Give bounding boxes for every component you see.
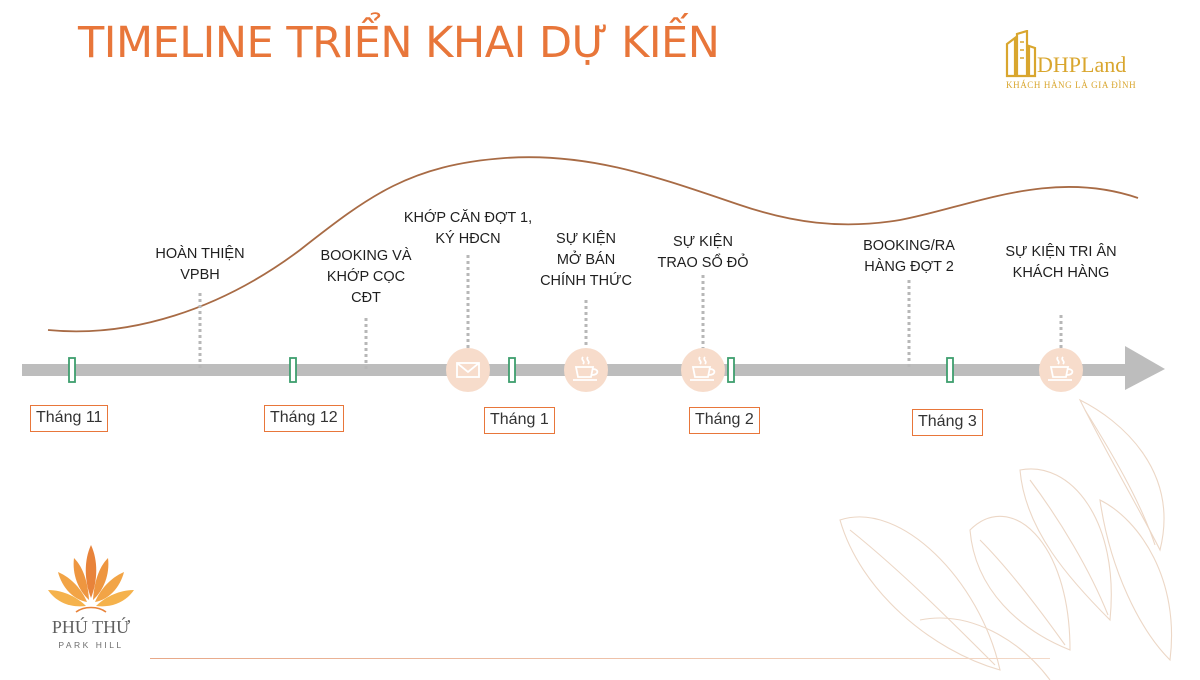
event-label-line: BOOKING VÀ [320,248,412,264]
lotus-watermark-decoration [839,398,1173,680]
event-label-line: VPBH [180,267,220,283]
event-label-line: HOÀN THIỆN [155,246,245,262]
event-label-line: KHÁCH HÀNG [1012,265,1110,281]
event-marker [1039,348,1083,392]
event-label-line: MỞ BÁN [556,252,616,268]
event-label-line: SỰ KIỆN [556,231,616,247]
month-label: Tháng 3 [912,409,983,436]
decorative-curve [47,156,1139,333]
event-label-line: BOOKING/RA [863,238,955,254]
envelope-icon [456,362,480,378]
dhp-brand-name: DHPLand [1037,52,1127,77]
event-marker [446,348,490,392]
dhp-land-logo: DHPLand KHÁCH HÀNG LÀ GIA ĐÌNH [1003,30,1173,100]
event-marker [564,348,608,392]
lotus-logo-icon [48,545,134,613]
month-tick [946,357,954,383]
month-label: Tháng 2 [689,407,760,434]
coffee-cup-icon [690,356,716,381]
event-label: SỰ KIỆN TRI ÂN KHÁCH HÀNG [1005,242,1116,284]
month-tick [68,357,76,383]
event-label-line: TRAO SỔ ĐỎ [657,255,749,271]
project-name: PHÚ THỨ [51,617,131,637]
event-label: SỰ KIỆN MỞ BÁN CHÍNH THỨC [540,229,632,292]
month-label: Tháng 12 [264,405,344,432]
project-subtitle: PARK HILL [58,640,124,650]
event-label: SỰ KIỆN TRAO SỔ ĐỎ [657,232,748,274]
event-label-line: SỰ KIỆN [673,234,733,250]
month-tick [727,357,735,383]
footer-divider [150,658,1050,659]
event-label: HOÀN THIỆN VPBH [155,244,244,286]
event-label-line: KHỚP CĂN ĐỢT 1, [403,210,533,226]
month-label: Tháng 1 [484,407,555,434]
month-tick [508,357,516,383]
month-tick [289,357,297,383]
coffee-cup-icon [1048,356,1074,381]
timeline-arrow-icon [1125,346,1165,390]
month-label: Tháng 11 [30,405,109,432]
coffee-cup-icon [573,356,599,381]
building-icon [1005,30,1037,78]
event-label: KHỚP CĂN ĐỢT 1, KÝ HĐCN [404,208,532,250]
event-label: BOOKING/RA HÀNG ĐỢT 2 [863,236,955,278]
event-label-line: SỰ KIỆN TRI ÂN [1005,244,1117,260]
phu-thu-park-hill-logo: PHÚ THỨ PARK HILL [36,540,146,655]
event-label-line: KÝ HĐCN [435,231,501,247]
event-label-line: HÀNG ĐỢT 2 [864,259,954,275]
event-label-line: CHÍNH THỨC [540,273,632,289]
dhp-tagline: KHÁCH HÀNG LÀ GIA ĐÌNH [1006,80,1137,90]
event-label-line: CĐT [351,290,381,306]
event-marker [681,348,725,392]
page-title: TIMELINE TRIỂN KHAI DỰ KIẾN [78,18,720,68]
event-label: BOOKING VÀ KHỚP CỌC CĐT [320,246,411,309]
event-label-line: KHỚP CỌC [326,269,406,285]
